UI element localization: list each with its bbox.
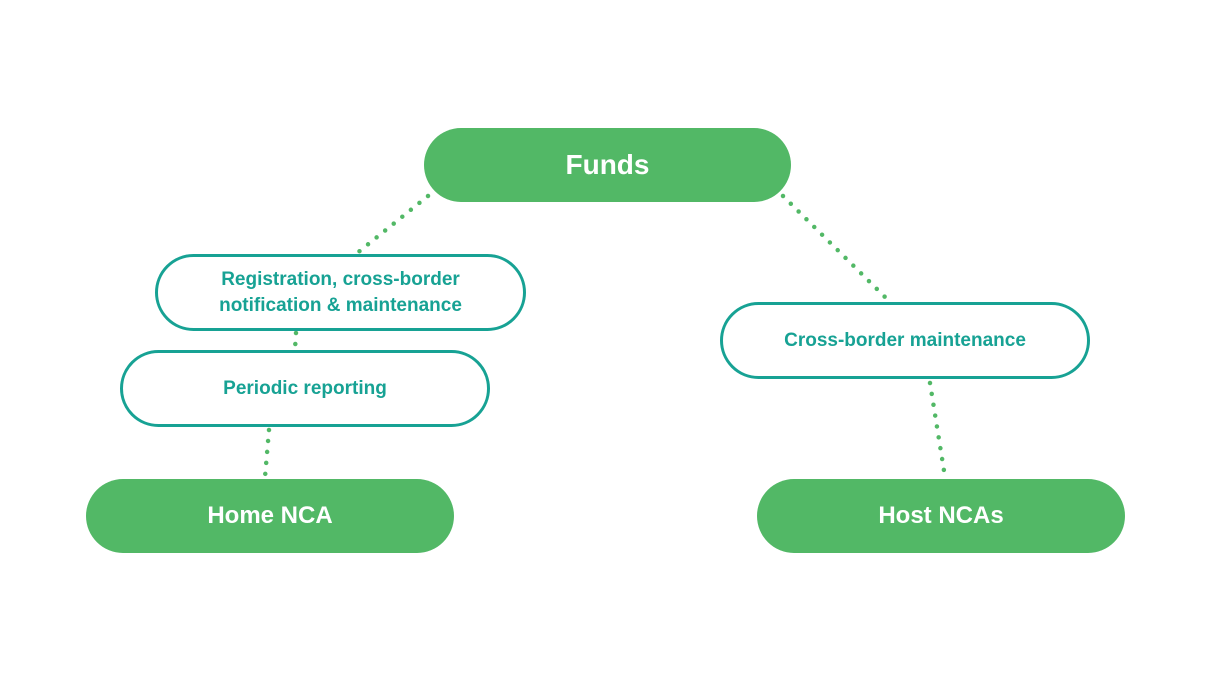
host-ncas-label: Host NCAs [878,502,1004,529]
connector-funds-to-cross-border [780,193,891,303]
home-nca-label: Home NCA [207,502,333,529]
connector-cross-border-to-host-ncas [927,380,948,480]
periodic-reporting-label: Periodic reporting [223,377,387,399]
funds-node: Funds [424,128,791,202]
registration-node: Registration, cross-border notification … [155,254,526,331]
home-nca-node: Home NCA [86,479,454,553]
connector-registration-to-periodic [292,330,299,352]
periodic-reporting-node: Periodic reporting [120,350,490,427]
cross-border-maintenance-node: Cross-border maintenance [720,302,1090,379]
connector-funds-to-registration [353,193,431,257]
host-ncas-node: Host NCAs [757,479,1125,553]
funds-label: Funds [565,149,650,180]
connector-periodic-to-home-nca [262,427,272,480]
cross-border-maintenance-label: Cross-border maintenance [784,329,1026,351]
registration-label: Registration, cross-border notification … [219,268,462,316]
